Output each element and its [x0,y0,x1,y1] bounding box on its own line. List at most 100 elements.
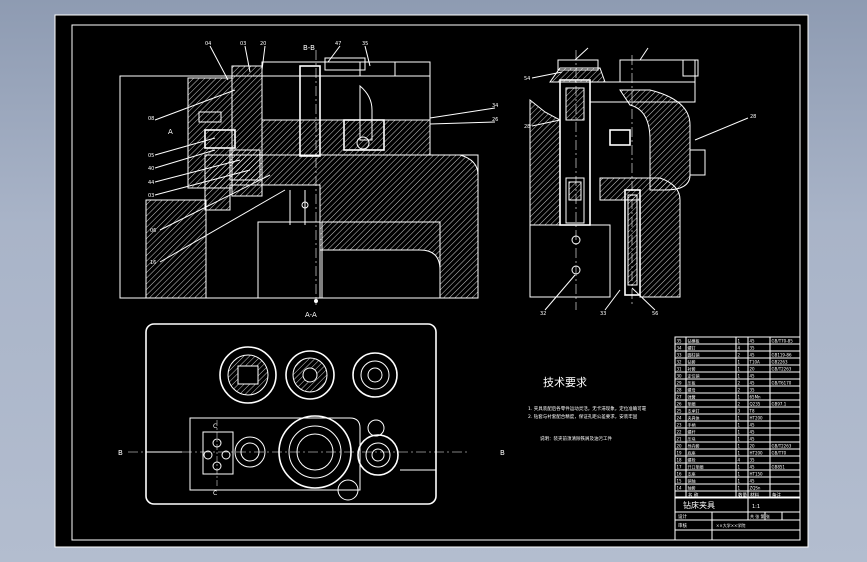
bom-cell: 开口垫圈 [688,463,704,469]
balloon: 34 [492,103,498,109]
bom-cell: 钻模板 [688,337,700,343]
bom-cell: 支座 [688,470,696,476]
bom-cell: 45 [750,429,756,434]
bom-cell: 25 [677,408,683,413]
bom-cell: 1 [738,443,741,448]
bom-cell: 1 [738,394,741,399]
bom-cell: T8 [749,408,755,413]
bom-cell: 35 [750,345,756,350]
bom-cell: GB/T2263 [772,366,792,371]
bom-cell: 1 [738,415,741,420]
bom-header: 名 称 [688,491,699,498]
bom-cell: 45 [750,338,756,343]
bom-cell: 24 [677,415,683,420]
balloon: 47 [335,41,341,47]
balloon: 56 [652,311,658,317]
bom-cell: 1 [738,366,741,371]
bom-cell: 垫圈 [688,400,696,406]
bom-cell: Q235 [750,401,761,406]
balloon: 04 [205,41,211,47]
side-leaders [531,47,749,311]
bom-cell: 2 [738,352,741,357]
bom-cell: 螺母 [688,386,696,392]
bom-cell: GB/T2263 [772,443,792,448]
bom-cell: T10A [749,359,761,364]
bom-cell: 20 [750,366,756,371]
bom-cell: 1 [738,478,741,483]
technical-requirements: 技术要求 1. 夹具装配后各零件运动灵活，无卡滞现象，定位准确可靠 2. 钻套与… [528,376,647,442]
bom-cell: 1 [738,359,741,364]
bom-cell: 2 [738,387,741,392]
tech-title: 技术要求 [543,376,587,389]
part-balloons: 04 03 20 47 35 08 05 40 44 03 06 16 34 2… [148,41,756,317]
bom-cell: 45 [750,373,756,378]
balloon: 44 [148,180,154,186]
bom-cell: 定位销 [688,372,700,378]
bom-cell: 23 [677,422,683,427]
label-a-a: A-A [305,311,317,319]
bom-cell: HT150 [750,471,764,476]
tech-note-2: 2. 钻套与衬套配合精度，保证孔距公差要求，安装牢固 [528,413,638,420]
bom-cell: 65Mn [750,394,762,399]
bom-cell: 螺栓 [688,456,696,462]
bom-cell: 26 [677,401,683,406]
bom-cell: 16 [677,471,683,476]
balloon: 06 [150,228,156,234]
label-c-bot: C [213,490,217,497]
bom-cell: 33 [677,352,683,357]
bom-cell: 钻套 [688,358,696,364]
top-view [128,323,470,505]
inner-frame [71,24,801,541]
bom-cell: 45 [750,380,756,385]
scale-value: 1:1 [752,504,760,510]
bom-cell: 压块 [688,435,696,441]
bom-cell: 弹簧 [688,393,696,399]
bom-cell: 底座 [688,449,696,455]
bom-cell: GB97.1 [772,401,787,406]
bom-cell: GB/T70 [772,450,787,455]
balloon: 03 [240,41,246,47]
bom-cell: 1 [738,471,741,476]
bom-cell: 1 [738,429,741,434]
bom-cell: GB851 [772,464,786,469]
bom-cell: 衬套 [688,365,696,371]
bom-cell: GB/T6170 [772,380,792,385]
bom-cell: 32 [677,359,683,364]
balloon: 33 [600,311,606,317]
bom-cell: 45 [750,352,756,357]
balloon: 16 [150,260,156,266]
bom-cell: 2 [738,380,741,385]
view-labels: B-B A-A A B B C C [118,44,505,497]
title-block: 钻床夹具 1:1 设计 共 张 第 张 审核 ××大学××学院 [674,496,801,541]
bom-cell: 35 [677,338,683,343]
label-c-top: C [213,423,217,430]
bom-cell: 17 [677,464,683,469]
bom-cell: 27 [677,394,683,399]
balloon: 03 [148,193,154,199]
bom-header: 材料 [750,491,759,498]
bom-cell: 导向套 [688,442,700,448]
bom-cell: 15 [677,478,683,483]
bom-cell: 45 [750,464,756,469]
balloon: 08 [148,116,154,122]
bom-cell: 45 [750,422,756,427]
balloon: 20 [260,41,266,47]
bom-cell: 14 [677,485,683,490]
bom-cell: 支承钉 [688,407,700,413]
bom-cell: 19 [677,450,683,455]
balloon: 26 [492,117,498,123]
bom-cell: 圆柱销 [688,351,700,357]
balloon: 54 [524,76,530,82]
bom-cell: 1 [738,450,741,455]
bom-cell: 4 [738,457,741,462]
side-section-view [529,50,706,310]
designer-label: 设计 [678,513,687,520]
bom-cell: 45 [750,478,756,483]
bom-cell: 1 [738,436,741,441]
bom-cell: 34 [677,345,683,350]
bom-cell: 18 [677,457,683,462]
front-leaders [154,45,496,263]
bom-cell: 1 [738,464,741,469]
